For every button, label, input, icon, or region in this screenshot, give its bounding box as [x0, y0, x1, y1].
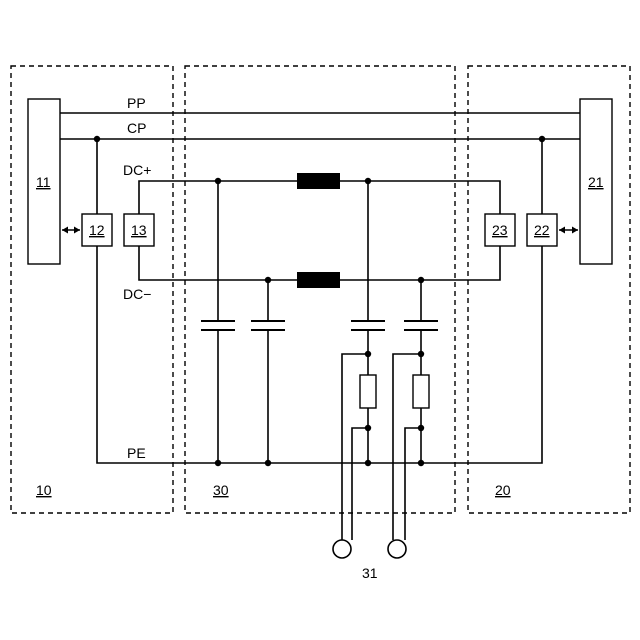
label-block-11: 11: [36, 174, 51, 190]
inductor-dc-minus: [297, 272, 340, 288]
label-region-20: 20: [495, 482, 511, 498]
label-dc-minus: DC−: [123, 286, 151, 302]
label-block-22: 22: [534, 222, 550, 238]
cp-junction-right: [539, 136, 545, 142]
label-block-12: 12: [89, 222, 105, 238]
probe-terminal-right: [388, 540, 406, 558]
label-block-21: 21: [588, 174, 604, 190]
arrow-11-12: [62, 227, 80, 234]
capacitor-1: [201, 178, 235, 466]
probe-terminal-left: [333, 540, 351, 558]
cp-junction-left: [94, 136, 100, 142]
label-pe: PE: [127, 445, 146, 461]
label-block-13: 13: [131, 222, 147, 238]
region-30-boundary: [185, 66, 455, 513]
measure-branch-dc-plus: [342, 178, 385, 540]
arrow-22-21: [559, 227, 578, 234]
label-region-30: 30: [213, 482, 229, 498]
label-block-23: 23: [492, 222, 508, 238]
capacitor-2: [251, 277, 285, 466]
label-cp: CP: [127, 120, 146, 136]
measure-branch-dc-minus: [393, 277, 438, 540]
inductor-dc-plus: [297, 173, 340, 189]
label-pp: PP: [127, 95, 146, 111]
label-region-10: 10: [36, 482, 52, 498]
label-probe-31: 31: [362, 565, 378, 581]
label-dc-plus: DC+: [123, 162, 151, 178]
